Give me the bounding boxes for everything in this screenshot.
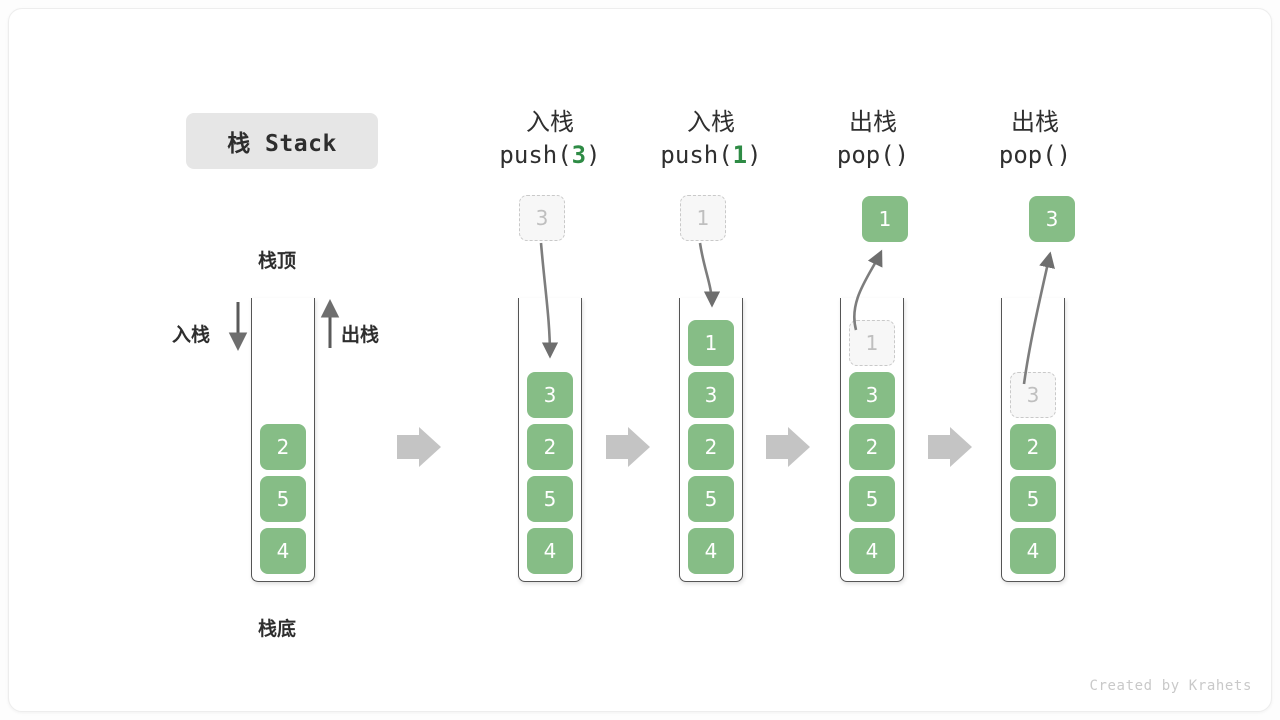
column-header-pop-1: 出栈 pop() — [778, 108, 968, 172]
code-suffix: ) — [747, 141, 762, 169]
floating-popped-cell: 3 — [1029, 196, 1075, 242]
stack-cell: 2 — [1010, 424, 1056, 470]
stack-cell: 4 — [1010, 528, 1056, 574]
code-prefix: push( — [499, 141, 572, 169]
stack-cell: 5 — [260, 476, 306, 522]
column-header-cn: 入栈 — [687, 109, 735, 136]
stack-cell: 2 — [527, 424, 573, 470]
stack-cell: 3 — [849, 372, 895, 418]
floating-ghost-cell: 3 — [519, 195, 565, 241]
column-header-cn: 出栈 — [1011, 109, 1059, 136]
stack-cell: 5 — [1010, 476, 1056, 522]
code-suffix: ) — [1056, 141, 1072, 169]
stack-cell: 2 — [260, 424, 306, 470]
column-header-code: push(1) — [616, 138, 806, 172]
column-header-code: pop() — [940, 138, 1130, 172]
stack-cell: 4 — [688, 528, 734, 574]
stack-cell: 2 — [688, 424, 734, 470]
column-header-code: pop() — [778, 138, 968, 172]
code-suffix: ) — [586, 141, 601, 169]
code-arg: 3 — [571, 141, 587, 169]
stack-cell: 2 — [849, 424, 895, 470]
credit-text: Created by Krahets — [1089, 678, 1252, 694]
stack-cell: 4 — [527, 528, 573, 574]
column-header-cn: 入栈 — [526, 109, 574, 136]
stack-bottom-label: 栈底 — [258, 619, 297, 640]
stack-cell: 3 — [688, 372, 734, 418]
stack-top-label: 栈顶 — [258, 251, 297, 272]
stack-cell: 5 — [849, 476, 895, 522]
stack-cell: 3 — [527, 372, 573, 418]
code-suffix: ) — [894, 141, 910, 169]
floating-ghost-cell: 1 — [680, 195, 726, 241]
column-header-push-1: 入栈 push(1) — [616, 108, 806, 172]
stack-cell: 5 — [527, 476, 573, 522]
column-header-code: push(3) — [455, 138, 645, 172]
push-side-label: 入栈 — [172, 325, 211, 346]
stack-cell: 5 — [688, 476, 734, 522]
stack-cell-removed: 1 — [849, 320, 895, 366]
column-header-cn: 出栈 — [849, 109, 897, 136]
column-header-push-3: 入栈 push(3) — [455, 108, 645, 172]
code-prefix: push( — [660, 141, 733, 169]
pop-side-label: 出栈 — [341, 325, 380, 346]
stack-cell-removed: 3 — [1010, 372, 1056, 418]
code-prefix: pop( — [998, 141, 1057, 169]
code-prefix: pop( — [836, 141, 895, 169]
code-arg: 1 — [732, 141, 748, 169]
stack-title-badge: 栈 Stack — [186, 113, 378, 169]
stack-cell: 4 — [849, 528, 895, 574]
column-header-pop-3: 出栈 pop() — [940, 108, 1130, 172]
stack-cell: 1 — [688, 320, 734, 366]
stack-cell: 4 — [260, 528, 306, 574]
floating-popped-cell: 1 — [862, 196, 908, 242]
